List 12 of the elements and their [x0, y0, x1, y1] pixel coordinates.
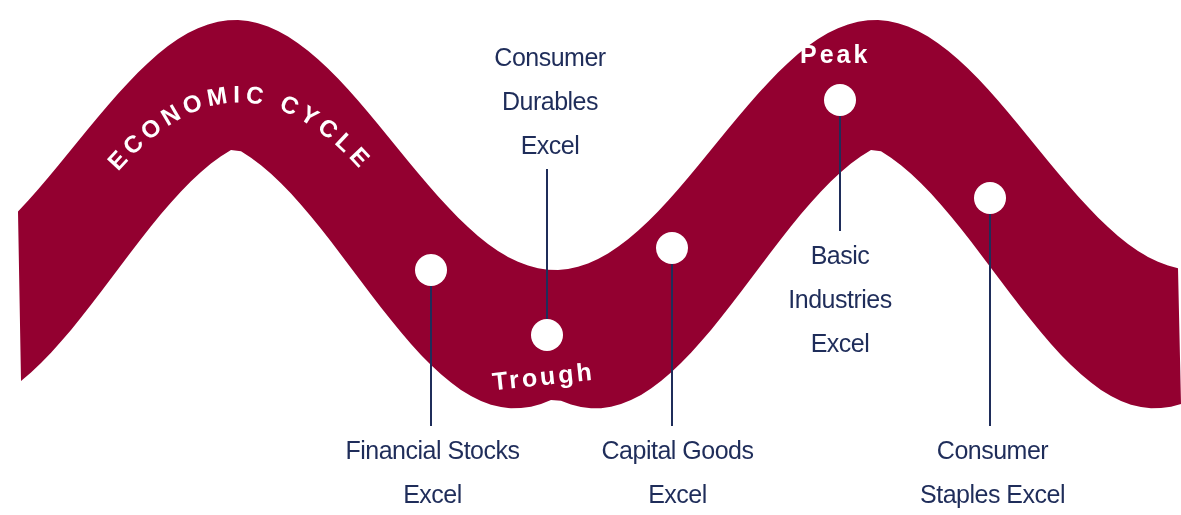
sector-label: Consumer Staples Excel — [900, 428, 1085, 515]
leader-line — [839, 115, 841, 232]
leader-line — [546, 168, 548, 320]
sector-label: Consumer Durables Excel — [470, 35, 630, 167]
leader-line — [989, 213, 991, 427]
trough-label: Trough — [490, 356, 596, 397]
peak-label: Peak — [800, 40, 871, 69]
sector-label: Basic Industries Excel — [760, 233, 920, 365]
sector-label: Financial Stocks Excel — [345, 428, 520, 515]
leader-line — [430, 285, 432, 427]
sector-label: Capital Goods Excel — [590, 428, 765, 515]
leader-line — [671, 263, 673, 427]
